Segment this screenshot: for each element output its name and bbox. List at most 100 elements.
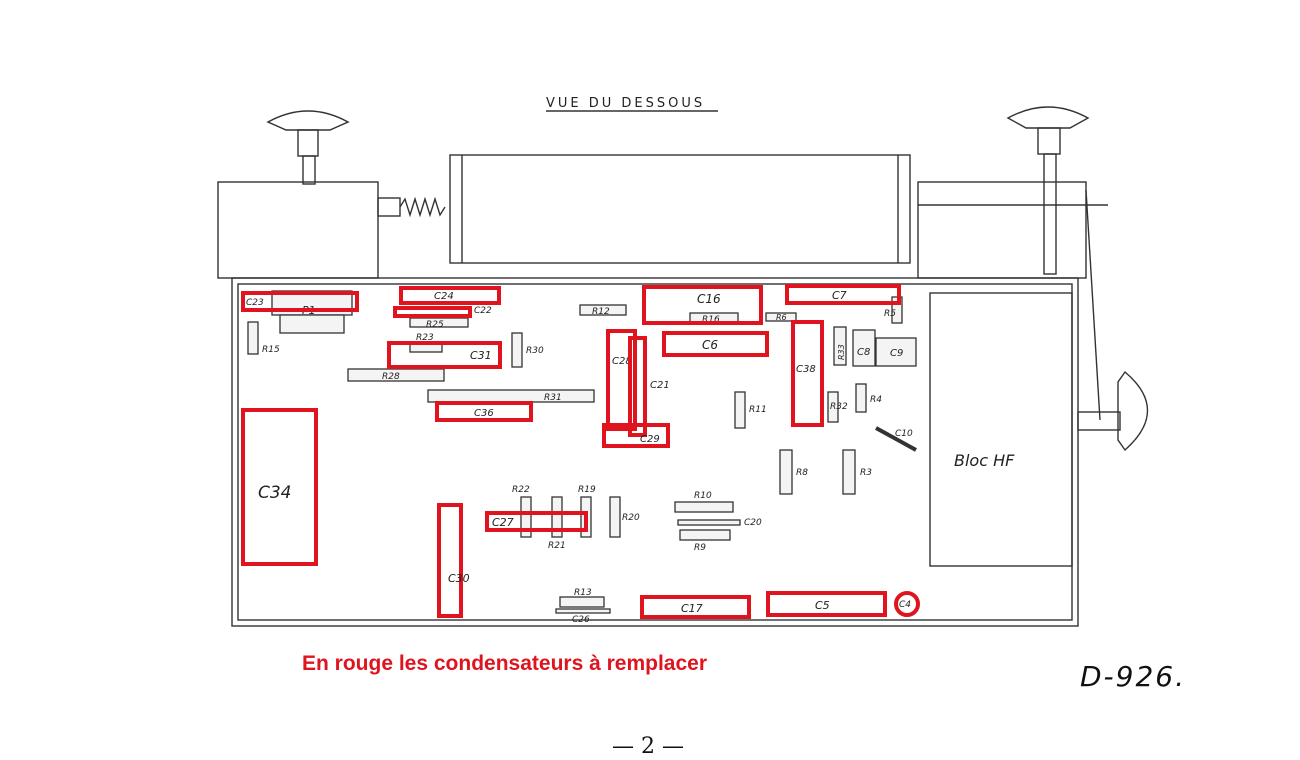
- resistor-r15: [247, 321, 259, 355]
- side-knob: [1077, 370, 1149, 452]
- resistor-r23: [409, 343, 443, 353]
- diagram-title: VUE DU DESSOUS: [546, 96, 705, 111]
- label-r31: R31: [544, 393, 562, 403]
- highlight-c21: [628, 336, 647, 437]
- bloc-hf-label: Bloc HF: [954, 451, 1015, 470]
- resistor-r30: [511, 332, 523, 368]
- resistor-r12: [579, 304, 627, 316]
- highlight-c27: [485, 511, 588, 532]
- highlight-c29: [602, 423, 670, 448]
- resistor-r32: [827, 391, 839, 423]
- highlight-c23: [241, 291, 359, 312]
- label-r4: R4: [870, 395, 882, 405]
- label-r11: R11: [749, 405, 767, 415]
- label-c6: C6: [702, 338, 718, 352]
- label-r19: R19: [578, 485, 596, 495]
- label-c9: C9: [890, 348, 903, 359]
- label-c36: C36: [474, 408, 494, 419]
- label-c27: C27: [492, 516, 514, 529]
- right-knob: [1006, 106, 1090, 275]
- label-c26: C26: [572, 615, 590, 625]
- highlight-c6: [662, 331, 769, 357]
- label-r13: R13: [574, 588, 592, 598]
- left-knob: [266, 110, 350, 185]
- label-c34: C34: [258, 483, 292, 503]
- bloc-hf: [929, 292, 1073, 567]
- spring: [377, 196, 446, 218]
- highlight-c16: [642, 285, 763, 325]
- resistor-r22: [520, 496, 532, 538]
- highlight-c34: [241, 408, 318, 566]
- label-r9: R9: [694, 543, 706, 553]
- highlight-c31: [387, 341, 502, 369]
- label-r21: R21: [548, 541, 566, 551]
- capacitor-c26: [555, 608, 611, 614]
- chassis-inner: [237, 283, 1073, 621]
- label-r20: R20: [622, 513, 640, 523]
- highlight-c38: [791, 320, 824, 427]
- label-c7: C7: [832, 289, 847, 302]
- label-c8: C8: [857, 347, 870, 358]
- label-r16: R16: [702, 315, 720, 325]
- resistor-r9: [679, 529, 731, 541]
- highlight-c5: [766, 591, 887, 617]
- label-c17: C17: [681, 602, 703, 615]
- document-reference: D-926.: [1080, 660, 1187, 693]
- label-c23: C23: [246, 298, 264, 308]
- resistor-r20: [609, 496, 621, 538]
- label-c38: C38: [796, 364, 816, 375]
- caption-replace-capacitors: En rouge les condensateurs à remplacer: [302, 652, 707, 675]
- label-r23: R23: [416, 333, 434, 343]
- label-r15: R15: [262, 345, 280, 355]
- resistor-r4: [855, 383, 867, 413]
- label-r33: R33: [837, 344, 846, 360]
- resistor-r10: [674, 501, 734, 513]
- highlight-c4: [894, 591, 920, 617]
- label-c30: C30: [448, 572, 470, 585]
- page-number: — 2 —: [612, 734, 684, 759]
- highlight-c30: [437, 503, 463, 618]
- label-r30: R30: [526, 346, 544, 356]
- capacitor-c8: [852, 329, 876, 367]
- resistor-r6: [765, 312, 797, 322]
- right-frame: [917, 181, 1087, 279]
- label-r22: R22: [512, 485, 530, 495]
- label-c28: C28: [612, 356, 632, 367]
- label-c20: C20: [744, 518, 762, 528]
- left-housing: [217, 181, 379, 279]
- resistor-r33: [833, 326, 847, 366]
- label-c16: C16: [697, 292, 721, 306]
- capacitor-c20: [677, 519, 741, 526]
- highlight-c36: [435, 401, 533, 422]
- label-r12: R12: [592, 307, 610, 317]
- highlight-c7: [785, 284, 901, 305]
- highlight-c28: [606, 329, 637, 431]
- tuning-drum: [449, 154, 911, 264]
- capacitor-c9: [875, 337, 917, 367]
- label-c10: C10: [895, 429, 913, 439]
- resistor-r8: [779, 449, 793, 495]
- label-r3: R3: [860, 468, 872, 478]
- label-r8: R8: [796, 468, 808, 478]
- capacitor-c10: [875, 426, 917, 452]
- label-r10: R10: [694, 491, 712, 501]
- resistor-r21: [551, 496, 563, 538]
- highlight-c22: [393, 306, 472, 318]
- label-c4: C4: [899, 600, 911, 610]
- label-r6: R6: [776, 313, 787, 322]
- label-c21: C21: [650, 380, 670, 391]
- chassis: [231, 277, 1079, 627]
- label-r25: R25: [426, 320, 444, 330]
- label-c31: C31: [470, 349, 492, 362]
- resistor-r11: [734, 391, 746, 429]
- label-c22: C22: [474, 306, 492, 316]
- label-c5: C5: [815, 599, 830, 612]
- highlight-c17: [640, 595, 751, 619]
- label-r5: R5: [884, 309, 896, 319]
- resistor-r13: [559, 596, 605, 608]
- label-r28: R28: [382, 372, 400, 382]
- label-c24: C24: [434, 291, 454, 302]
- label-r32: R32: [830, 402, 848, 412]
- label-c29: C29: [640, 434, 660, 445]
